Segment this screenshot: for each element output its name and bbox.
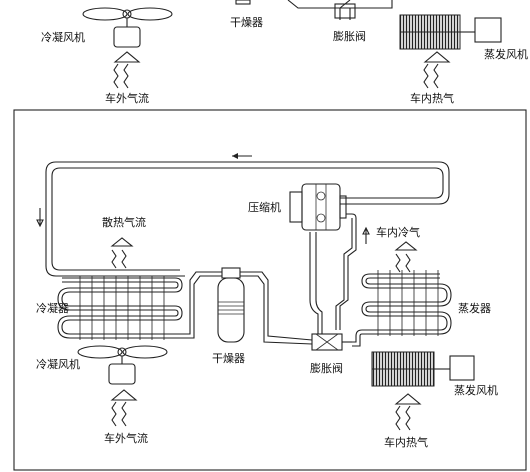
cabin-cool-air-arrows-icon: [394, 241, 418, 273]
compressor-icon: [289, 183, 347, 231]
top-expansion-valve-label: 膨胀阀: [333, 29, 366, 43]
main-panel-frame: [13, 109, 527, 471]
expansion-valve-icon: [311, 333, 352, 351]
evaporator-fan-label: 蒸发风机: [454, 383, 498, 397]
heat-dissipation-label: 散热气流: [102, 215, 146, 229]
outside-air-arrows-icon: [110, 389, 138, 427]
top-cabin-heat-arrows-icon: [423, 51, 451, 89]
top-outside-air-label: 车外气流: [105, 91, 149, 105]
top-condenser-fan-label: 冷凝风机: [41, 30, 85, 44]
condenser-label: 冷凝器: [36, 301, 69, 315]
evaporator-label: 蒸发器: [458, 301, 491, 315]
top-cabin-heat-label: 车内热气: [410, 91, 454, 105]
dryer-label: 干燥器: [212, 352, 245, 365]
top-evaporator-fan-label: 蒸发风机: [484, 47, 528, 61]
top-dryer-icon: [235, 0, 251, 5]
cabin-heat-arrows-icon: [394, 393, 422, 431]
top-panel: 冷凝风机 车外气流 干燥器 膨胀阀 蒸发风机 车内热气: [41, 0, 528, 105]
dryer-icon: [217, 267, 245, 343]
evaporator-icon: [352, 270, 452, 347]
top-expansion-valve-icon: [334, 3, 356, 19]
cabin-cool-air-label: 车内冷气: [376, 225, 420, 239]
top-dryer-label: 干燥器: [230, 16, 263, 29]
heat-dissipation-arrows-icon: [110, 237, 134, 269]
top-condenser-fan-icon: [82, 7, 173, 48]
evaporator-fan-icon: [371, 351, 475, 387]
expansion-valve-label: 膨胀阀: [310, 361, 343, 375]
compressor-label: 压缩机: [248, 200, 281, 214]
condenser-icon: [57, 276, 183, 340]
condenser-fan-icon: [77, 345, 168, 385]
top-outside-air-arrows-icon: [113, 51, 141, 89]
outside-air-label: 车外气流: [104, 431, 148, 445]
refrigerant-circuit: [36, 153, 450, 277]
condenser-fan-label: 冷凝风机: [36, 357, 80, 371]
cabin-heat-label: 车内热气: [384, 435, 428, 449]
